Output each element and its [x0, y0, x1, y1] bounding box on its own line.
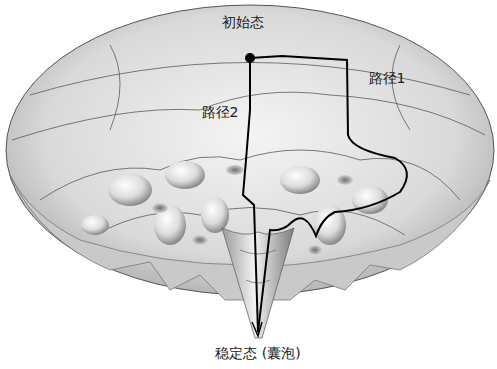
state-label: 稳定态 (囊泡)	[213, 345, 302, 362]
path-label: 路径2	[200, 104, 241, 121]
state-label: 初始态	[220, 14, 266, 31]
path-label: 路径1	[367, 70, 408, 87]
